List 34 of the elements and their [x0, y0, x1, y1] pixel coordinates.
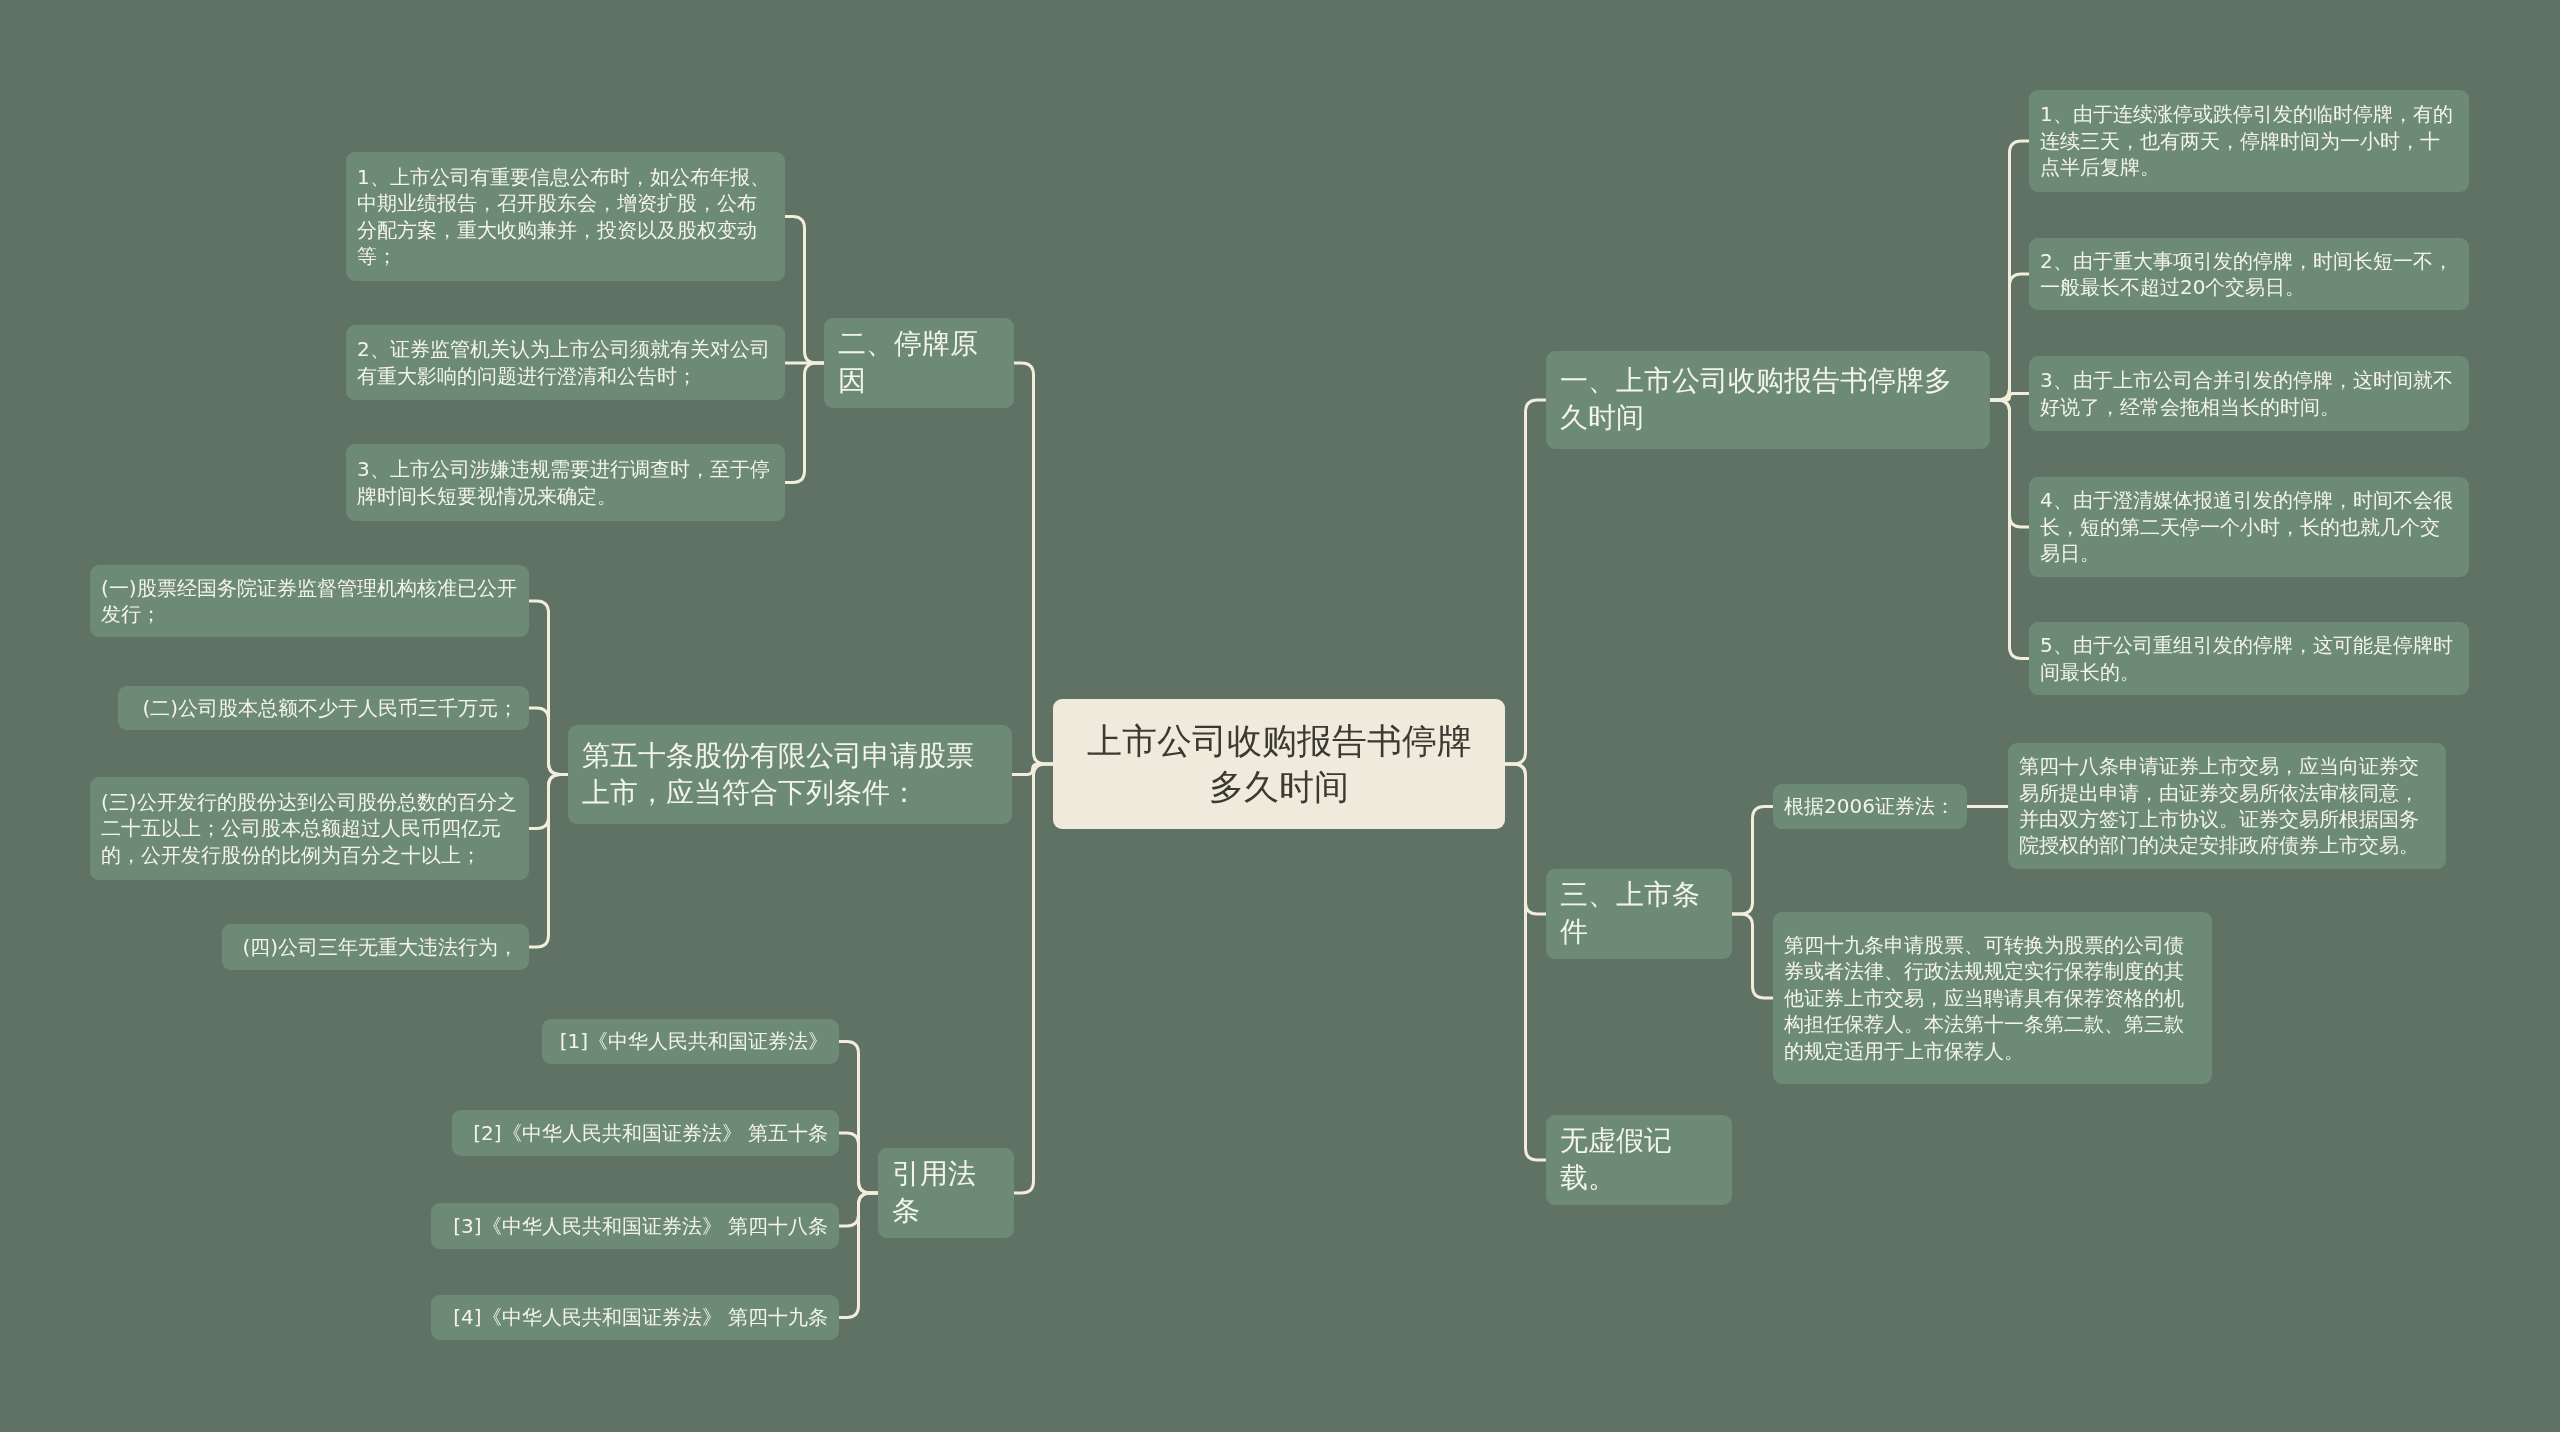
connector-line [1990, 398, 2029, 660]
connector-line [785, 361, 824, 484]
topic-box: 一、上市公司收购报告书停牌多久时间 [1546, 351, 1990, 449]
subtopic-box: 第四十九条申请股票、可转换为股票的公司债券或者法律、行政法规规定实行保荐制度的其他证券上市交易，应当聘请具有保荐资格的机构担任保荐人。本法第十一条第二款、第三款的规定适用于上市保荐人。 [1773, 912, 2212, 1084]
subtopic-box: [2]《中华人民共和国证券法》 第五十条 [452, 1110, 839, 1156]
topic-box: 第五十条股份有限公司申请股票上市，应当符合下列条件： [568, 725, 1012, 824]
connector-line [1967, 805, 2008, 808]
connector-line [1014, 762, 1053, 1195]
subtopic-box: [1]《中华人民共和国证券法》 [542, 1019, 839, 1064]
subtopic-box: 3、由于上市公司合并引发的停牌，这时间就不好说了，经常会拖相当长的时间。 [2029, 356, 2469, 431]
topic-box: 二、停牌原因 [824, 318, 1014, 408]
subtopic-box: 1、由于连续涨停或跌停引发的临时停牌，有的连续三天，也有两天，停牌时间为一小时，十点半后复牌。 [2029, 90, 2469, 192]
topic-box: 三、上市条件 [1546, 869, 1732, 959]
topic-box: 引用法条 [878, 1148, 1014, 1238]
subtopic-box: 根据2006证券法： [1773, 784, 1967, 829]
connector-line [839, 1191, 878, 1319]
subtopic-box: (四)公司三年无重大违法行为， [222, 924, 529, 970]
connector-line [1505, 762, 1546, 1162]
connector-line [529, 773, 568, 949]
topic-box: 无虚假记载。 [1546, 1115, 1732, 1205]
subtopic-box: 4、由于澄清媒体报道引发的停牌，时间不会很长，短的第二天停一个小时，长的也就几个交易日。 [2029, 477, 2469, 577]
subtopic-box: (一)股票经国务院证券监督管理机构核准已公开发行； [90, 565, 529, 637]
subtopic-box: 2、由于重大事项引发的停牌，时间长短一不，一般最长不超过20个交易日。 [2029, 238, 2469, 310]
subtopic-box: 3、上市公司涉嫌违规需要进行调查时，至于停牌时间长短要视情况来确定。 [346, 444, 785, 521]
connector-line [1732, 912, 1773, 1000]
subtopic-box: 5、由于公司重组引发的停牌，这可能是停牌时间最长的。 [2029, 622, 2469, 695]
subtopic-box: 第四十八条申请证券上市交易，应当向证券交易所提出申请，由证券交易所依法审核同意，并由双方签订上市协议。证券交易所根据国务院授权的部门的决定安排政府债券上市交易。 [2008, 743, 2446, 869]
subtopic-box: (二)公司股本总额不少于人民币三千万元； [118, 686, 529, 730]
subtopic-box: [4]《中华人民共和国证券法》 第四十九条 [431, 1295, 839, 1340]
subtopic-box: 2、证券监管机关认为上市公司须就有关对公司有重大影响的问题进行澄清和公告时； [346, 325, 785, 400]
subtopic-box: [3]《中华人民共和国证券法》 第四十八条 [431, 1203, 839, 1249]
central-topic-box: 上市公司收购报告书停牌多久时间 [1053, 699, 1505, 829]
subtopic-box: 1、上市公司有重要信息公布时，如公布年报、中期业绩报告，召开股东会，增资扩股，公布分配方案，重大收购兼并，投资以及股权变动等； [346, 152, 785, 281]
subtopic-box: (三)公开发行的股份达到公司股份总数的百分之二十五以上；公司股本总额超过人民币四亿元的，公开发行股份的比例为百分之十以上； [90, 777, 529, 880]
